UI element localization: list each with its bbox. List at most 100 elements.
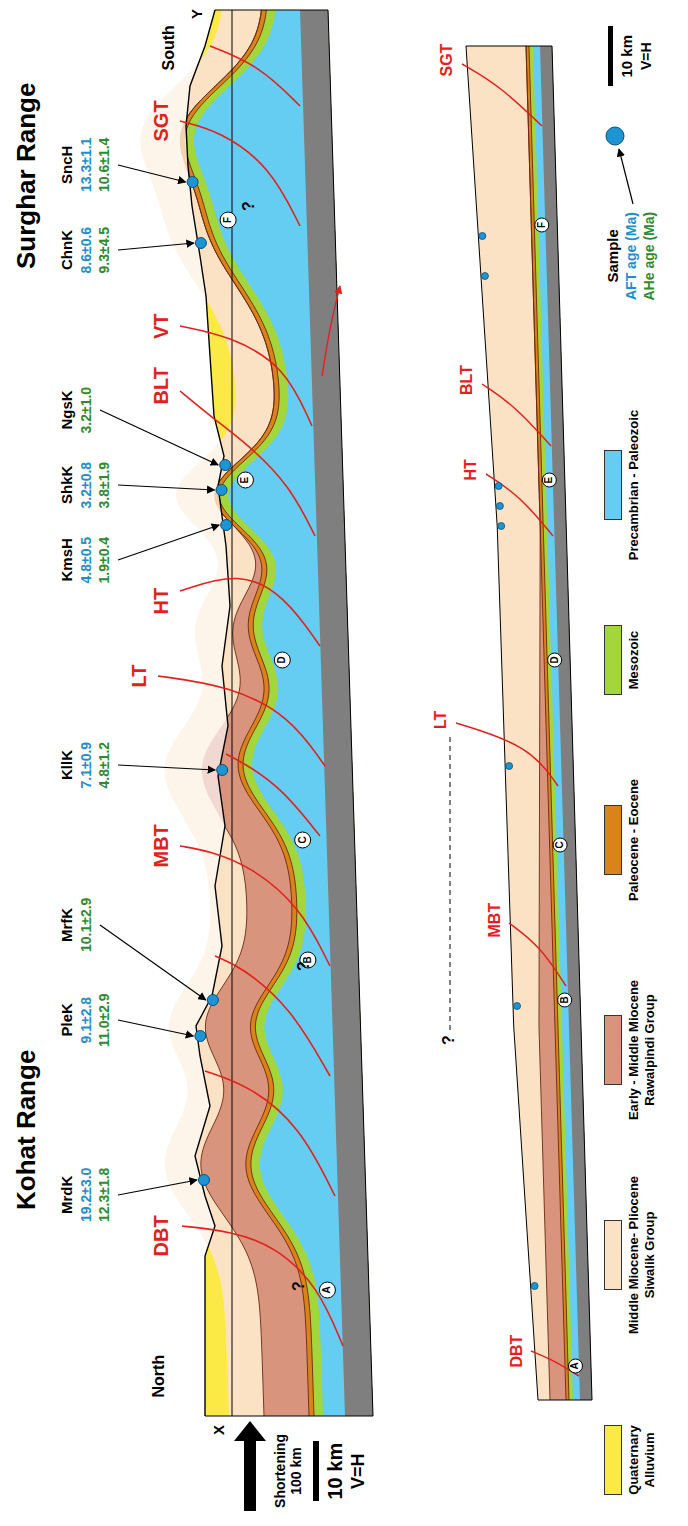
uncertain-trace xyxy=(450,734,451,1030)
range-title: Surghar Range xyxy=(12,83,42,269)
paleozoic-layer xyxy=(194,10,373,1416)
legend-swatch xyxy=(604,1220,622,1290)
sample-dot xyxy=(221,520,232,531)
section-base xyxy=(328,10,373,1416)
legend-item: Mesozoic xyxy=(604,615,642,705)
fault-name: MBT xyxy=(150,824,173,867)
reference-letter: B xyxy=(559,996,571,1003)
letter-circle xyxy=(542,473,556,487)
siwalik-layer xyxy=(140,10,373,1416)
ahe-age: 10.6±1.4 xyxy=(96,138,112,192)
legend-swatch xyxy=(604,805,622,875)
reference-letter: C xyxy=(297,836,309,843)
ahe-age: 4.8±1.2 xyxy=(96,742,112,789)
sample-leader xyxy=(118,525,219,560)
legend-item: Precambrian - Paleozoic xyxy=(604,390,642,580)
aft-age: 3.2±0.8 xyxy=(78,462,94,509)
section-end-label: X xyxy=(210,1425,227,1435)
letter-circle xyxy=(548,653,562,667)
thrust-fault xyxy=(215,956,330,1076)
thrust-fault xyxy=(322,286,340,376)
sample-dot xyxy=(481,273,488,280)
layer-boundary xyxy=(180,10,274,1416)
aft-age: 19.2±3.0 xyxy=(78,1168,94,1222)
legend-text: Sample xyxy=(604,229,621,282)
section-base xyxy=(552,46,592,1400)
section-wall xyxy=(466,46,552,47)
thrust-fault xyxy=(482,384,551,446)
sample-dot xyxy=(479,233,486,240)
layer-boundary xyxy=(526,46,550,1400)
eocene-layer xyxy=(526,46,592,1400)
legend-item: Early - Middle Miocene Rawalpindi Group xyxy=(604,955,657,1145)
letter-circle xyxy=(568,1359,582,1373)
scale-ratio: V=H xyxy=(638,42,654,70)
sample-name: ShkK xyxy=(58,466,75,504)
aft-age: 9.1±2.8 xyxy=(78,997,94,1044)
sample-name: ChnK xyxy=(58,230,75,270)
ahe-age: 9.3±4.5 xyxy=(96,227,112,274)
siwalik-layer xyxy=(466,46,592,1400)
fault-name: MBT xyxy=(486,903,504,938)
siwalik-layer xyxy=(140,10,373,1416)
legend-text: Middle Miocene- Pliocene Siwalik Group xyxy=(626,1160,657,1350)
legend-sample-dot xyxy=(606,127,624,145)
direction-label: South xyxy=(160,25,178,70)
legend-swatch xyxy=(604,450,622,520)
thrust-fault xyxy=(180,846,330,966)
sample-dot xyxy=(514,1003,521,1010)
thrust-fault xyxy=(509,923,566,986)
thrust-fault xyxy=(180,391,315,536)
letter-circle xyxy=(535,218,549,232)
sample-name: MrfK xyxy=(58,908,75,942)
letter-circle xyxy=(220,212,236,228)
section-wall xyxy=(538,1400,592,1401)
section-wall xyxy=(215,10,328,11)
layer-boundary xyxy=(526,46,566,1400)
thrust-fault xyxy=(180,578,320,646)
present-layers xyxy=(140,10,373,1416)
reference-letter: F xyxy=(222,217,234,223)
aft-age: 8.6±0.6 xyxy=(78,227,94,274)
sample-dot xyxy=(506,763,513,770)
legend-text: AFT age (Ma) xyxy=(623,212,639,300)
restored-top xyxy=(466,46,538,1400)
reference-letter: E xyxy=(543,477,555,484)
fault-name: BLT xyxy=(458,365,476,395)
sample-dot xyxy=(495,483,502,490)
sample-dot xyxy=(187,177,198,188)
sample-leader xyxy=(118,243,194,250)
section-wall xyxy=(205,1416,373,1417)
ahe-age: 1.9±0.4 xyxy=(96,537,112,584)
thrust-fault xyxy=(182,1226,343,1346)
legend-item: Sample xyxy=(604,229,621,282)
fault-name: DBT xyxy=(508,1335,526,1368)
fault-name: BLT xyxy=(150,367,173,404)
layer-boundary xyxy=(180,10,309,1416)
legend-text: Quaternary Alluvium xyxy=(626,1405,657,1515)
sample-dot xyxy=(220,460,231,471)
ahe-age: 3.2±1.0 xyxy=(78,387,94,434)
legend-swatch xyxy=(604,1425,622,1495)
legend-text: Paleocene - Eocene xyxy=(626,765,642,915)
fault-name: SGT xyxy=(150,100,173,141)
fault-name: VT xyxy=(150,313,173,339)
aft-age: 13.3±1.1 xyxy=(78,138,94,192)
sample-dot xyxy=(199,1175,210,1186)
letter-circle xyxy=(295,832,311,848)
fault-name: HT xyxy=(462,459,480,480)
letter-circle xyxy=(553,838,567,852)
sample-dot xyxy=(531,1283,538,1290)
scale-label: 10 km xyxy=(618,35,635,78)
scale-bar xyxy=(313,1441,319,1501)
rawalpindi-layer xyxy=(526,46,592,1400)
thrust-fault xyxy=(210,46,300,106)
fault-name: HT xyxy=(150,588,173,615)
reference-letter: F xyxy=(536,222,548,228)
reference-letter: A xyxy=(569,1362,581,1369)
letter-circle xyxy=(237,472,253,488)
sample-leader xyxy=(118,485,215,490)
legend-leader xyxy=(619,149,633,204)
shortening-arrow xyxy=(234,1421,266,1511)
legend-swatch xyxy=(604,625,622,695)
